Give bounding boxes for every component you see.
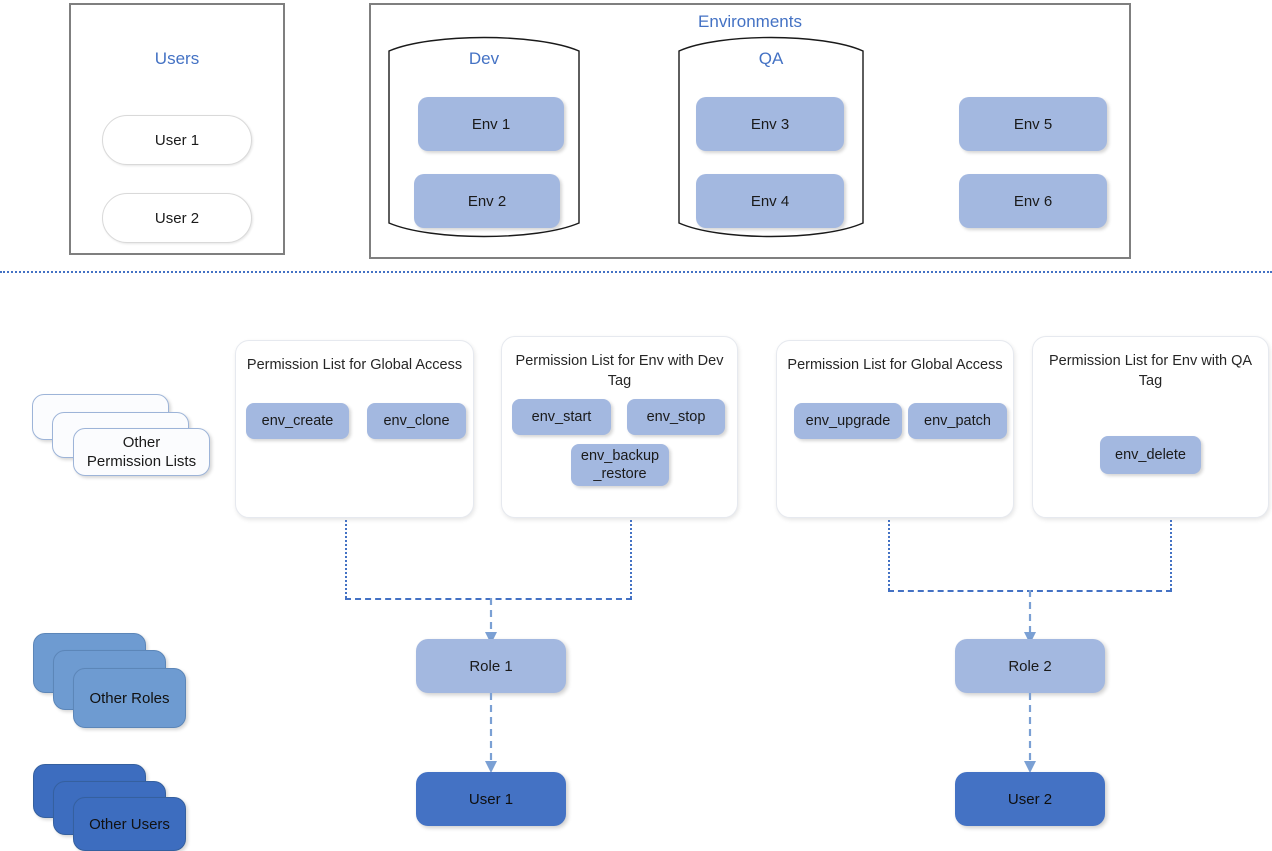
permission-list-2-title: Permission List for Env with Dev Tag — [515, 353, 724, 389]
env-box-4[interactable]: Env 4 — [696, 174, 844, 228]
permission-chip-env-backup-restore-line2: _restore — [593, 466, 647, 482]
permission-chip-env-backup-restore[interactable]: env_backup _restore — [571, 444, 669, 486]
other-permission-lists-label-line1: Other — [122, 434, 161, 451]
permission-chip-env-delete[interactable]: env_delete — [1100, 436, 1201, 474]
permission-list-3-title: Permission List for Global Access — [787, 357, 1003, 373]
permission-chip-env-start[interactable]: env_start — [512, 399, 611, 435]
dev-group-shape — [388, 36, 580, 238]
connector-arrow-role1-to-user1 — [485, 693, 497, 773]
permission-chip-env-upgrade[interactable]: env_upgrade — [794, 403, 902, 439]
environments-panel-title: Environments — [698, 12, 802, 31]
other-roles-stack[interactable]: Other Roles — [73, 668, 186, 728]
connector-pl1-vertical — [345, 520, 347, 598]
permission-list-2[interactable]: Permission List for Env with Dev Tag env… — [501, 336, 738, 518]
permission-chip-env-patch[interactable]: env_patch — [908, 403, 1007, 439]
role-box-2[interactable]: Role 2 — [955, 639, 1105, 693]
permission-list-3[interactable]: Permission List for Global Access env_up… — [776, 340, 1014, 518]
env-box-6[interactable]: Env 6 — [959, 174, 1107, 228]
connector-pl4-vertical — [1170, 520, 1172, 590]
other-permission-lists-label-line2: Permission Lists — [86, 453, 197, 470]
user-box-1[interactable]: User 1 — [416, 772, 566, 826]
connector-pl3-vertical — [888, 520, 890, 590]
user-box-2[interactable]: User 2 — [955, 772, 1105, 826]
user-pill-2[interactable]: User 2 — [102, 193, 252, 243]
users-panel-title: Users — [154, 49, 200, 68]
section-divider — [0, 271, 1272, 273]
env-box-1[interactable]: Env 1 — [418, 97, 564, 151]
dev-group-label: Dev — [468, 49, 500, 68]
permission-chip-env-create[interactable]: env_create — [246, 403, 349, 439]
permission-list-4[interactable]: Permission List for Env with QA Tag env_… — [1032, 336, 1269, 518]
qa-group-shape — [678, 36, 864, 238]
env-box-5[interactable]: Env 5 — [959, 97, 1107, 151]
permission-chip-env-clone[interactable]: env_clone — [367, 403, 466, 439]
connector-arrow-role-2 — [1024, 590, 1036, 644]
connector-arrow-role2-to-user2 — [1024, 693, 1036, 773]
other-permission-lists-stack[interactable]: Other Permission Lists — [73, 428, 210, 476]
role-box-1[interactable]: Role 1 — [416, 639, 566, 693]
connector-arrow-role-1 — [485, 598, 497, 644]
other-users-stack[interactable]: Other Users — [73, 797, 186, 851]
env-box-2[interactable]: Env 2 — [414, 174, 560, 228]
connector-pl2-vertical — [630, 520, 632, 598]
permission-list-1-title: Permission List for Global Access — [246, 357, 463, 373]
permission-list-4-title: Permission List for Env with QA Tag — [1048, 353, 1253, 389]
permission-chip-env-backup-restore-line1: env_backup — [580, 448, 660, 464]
env-box-3[interactable]: Env 3 — [696, 97, 844, 151]
qa-group-label: QA — [758, 49, 784, 68]
connector-left-horizontal — [345, 598, 632, 600]
permission-chip-env-stop[interactable]: env_stop — [627, 399, 725, 435]
permission-list-1[interactable]: Permission List for Global Access env_cr… — [235, 340, 474, 518]
user-pill-1[interactable]: User 1 — [102, 115, 252, 165]
